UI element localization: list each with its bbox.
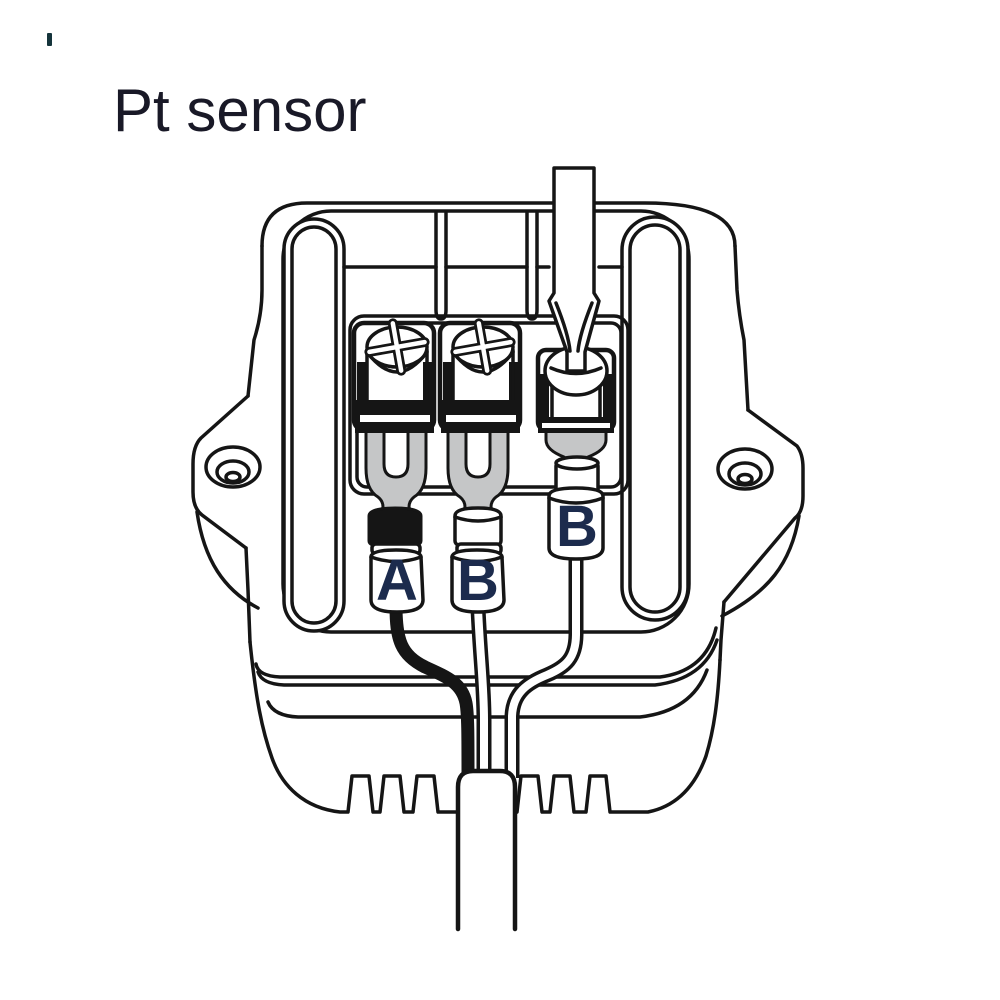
wire-b-middle-label: B — [457, 548, 499, 613]
screw-a — [364, 318, 430, 376]
phillips-cross-b-icon — [450, 318, 516, 376]
mounting-ear-right — [716, 408, 805, 618]
sleeve-a: A — [367, 506, 425, 614]
sleeve-b-middle: B — [450, 506, 506, 614]
cover-rail-left — [282, 217, 346, 633]
wire-b-right-label: B — [556, 494, 598, 559]
cooling-fins — [248, 640, 722, 814]
sleeve-a-black-band — [367, 506, 423, 550]
screwdriver — [547, 166, 601, 373]
wire-a-label: A — [376, 548, 418, 613]
cover-slot-right — [525, 211, 539, 321]
page-title: Pt sensor — [113, 77, 367, 144]
ear-hole-left — [204, 445, 262, 489]
cover-slot-left — [434, 211, 448, 321]
bottom-shell — [248, 626, 722, 814]
fork-connector-c — [544, 426, 608, 494]
mounting-ear-left — [191, 394, 262, 610]
wire-b-middle — [470, 607, 492, 778]
wire-a — [389, 599, 475, 783]
fork-connector-b — [446, 426, 510, 515]
phillips-cross-a-icon — [364, 318, 430, 376]
fork-connector-a — [364, 426, 428, 515]
corner-tick-mark — [47, 33, 52, 46]
sleeve-b-right: B — [547, 486, 605, 561]
sensor-cable — [455, 768, 518, 932]
terminal-box-outline — [244, 201, 750, 662]
wire-b-right — [504, 552, 584, 778]
ear-hole-right — [716, 447, 774, 491]
screw-b — [450, 318, 516, 376]
terminal-block-a — [351, 318, 437, 433]
terminal-block-b — [437, 318, 523, 433]
cover-rail-right — [620, 215, 690, 622]
